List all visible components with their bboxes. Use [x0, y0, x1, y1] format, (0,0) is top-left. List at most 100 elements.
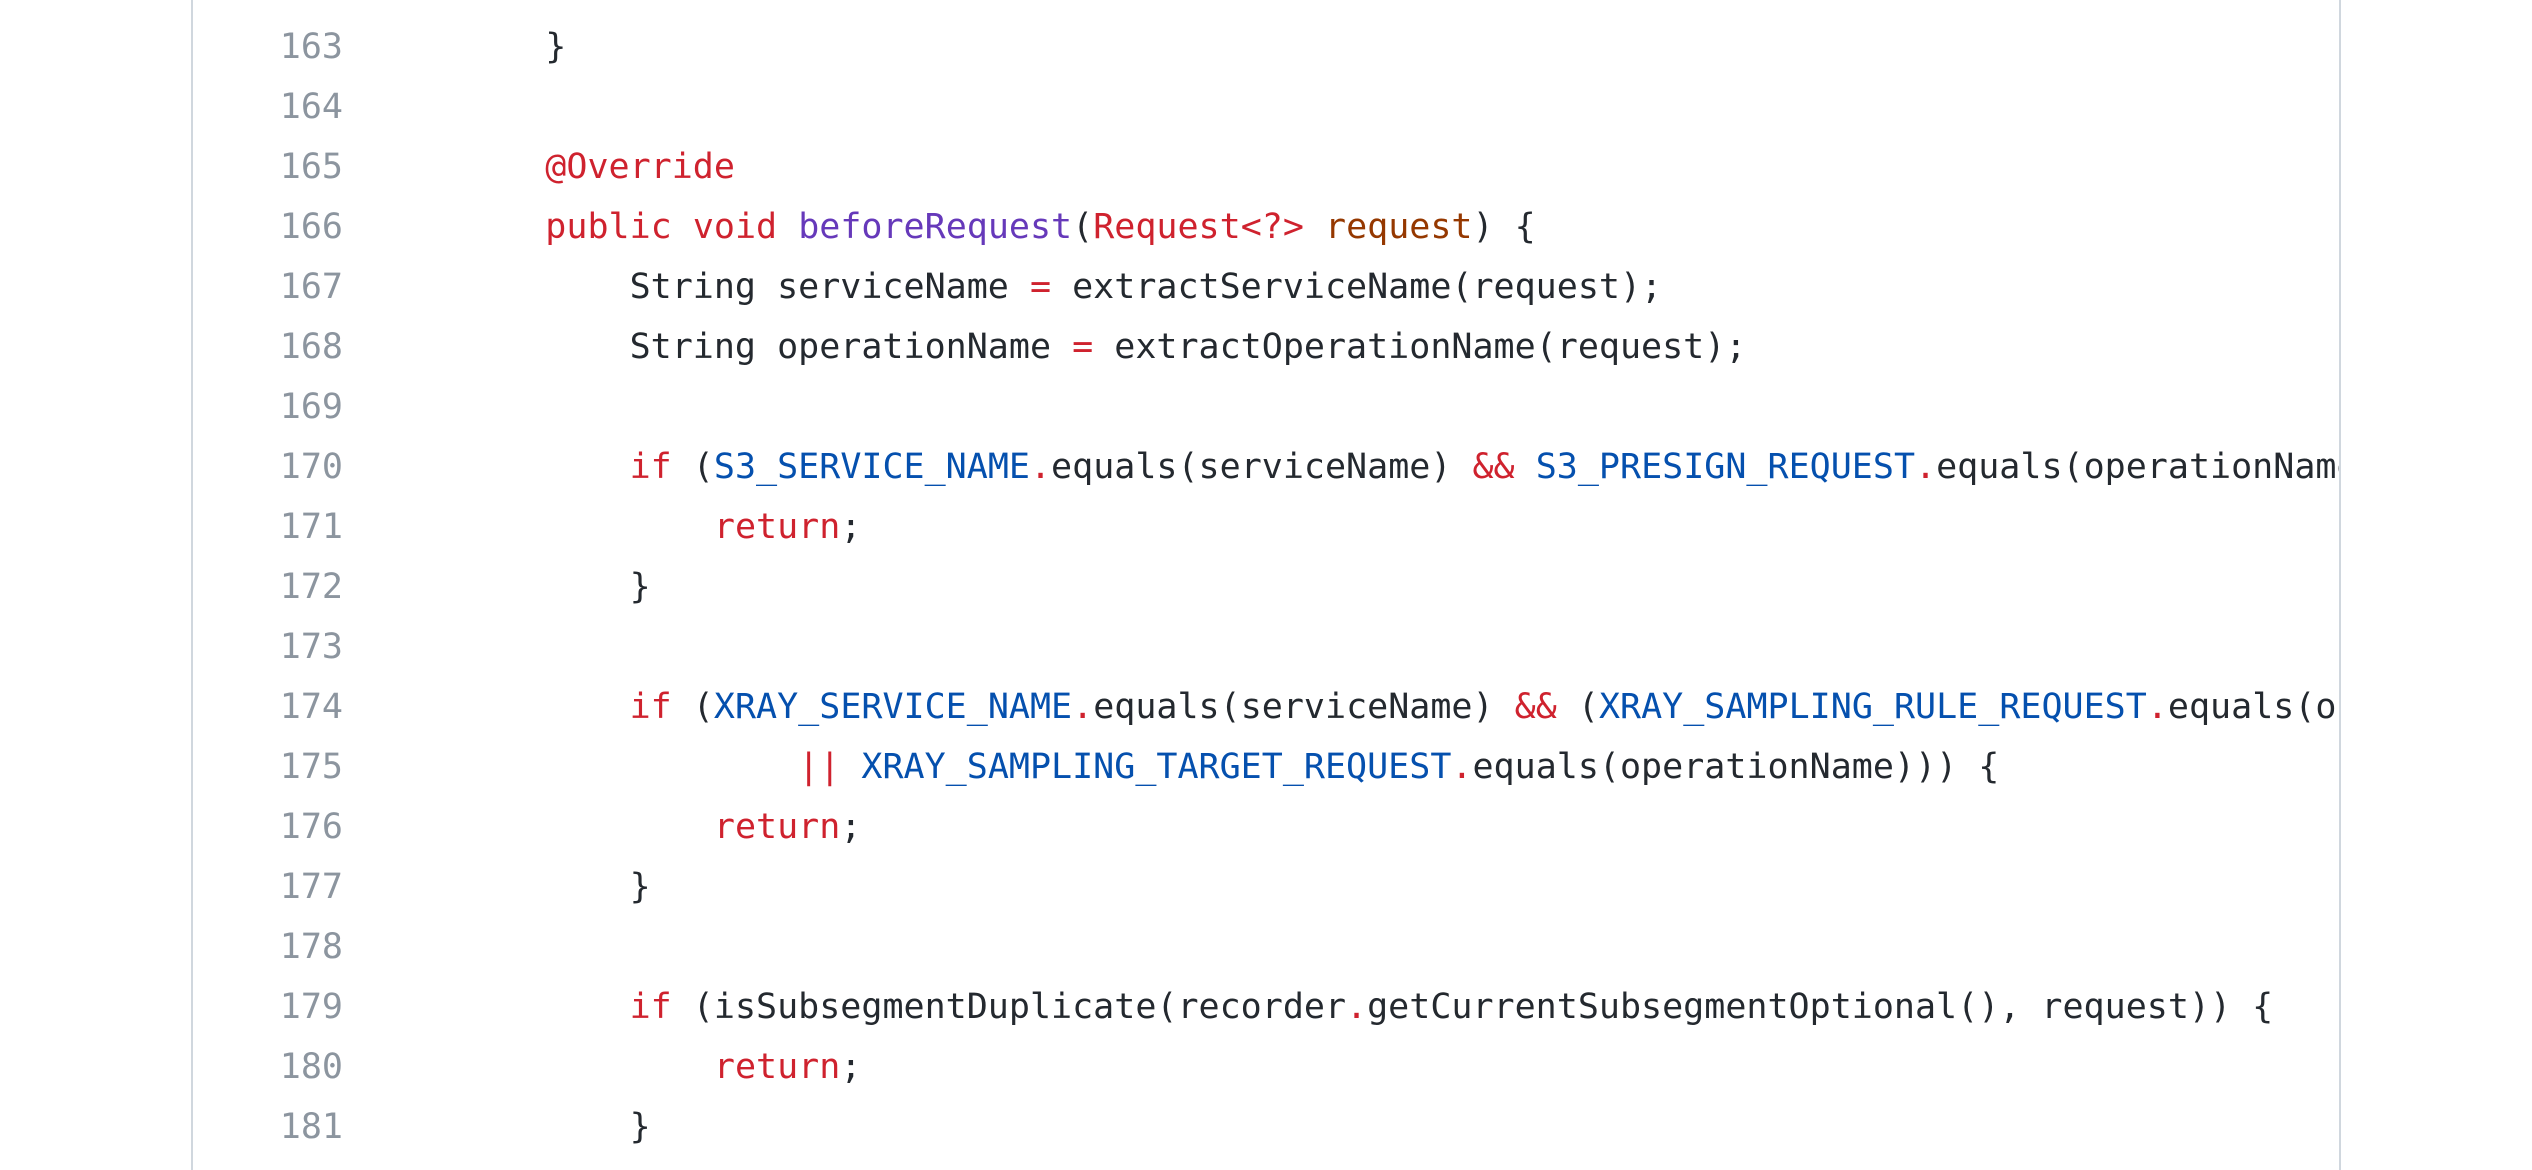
code-line: 173 — [193, 617, 2339, 677]
code-token: getCurrentSubsegmentOptional(), request)… — [1367, 987, 2274, 1027]
line-number[interactable]: 174 — [279, 687, 343, 727]
code-token: Request<?> — [1093, 207, 1304, 247]
line-number[interactable]: 176 — [279, 807, 343, 847]
line-number[interactable]: 171 — [279, 507, 343, 547]
code-token: return — [713, 507, 841, 547]
line-number[interactable]: 168 — [279, 327, 343, 367]
line-number[interactable]: 167 — [279, 267, 343, 307]
code-token: } — [461, 1107, 651, 1147]
code-line: 169 — [193, 377, 2339, 437]
code-line: 174 if (XRAY_SERVICE_NAME.equals(service… — [193, 677, 2339, 737]
code-token: if — [629, 447, 672, 487]
line-code: } — [461, 867, 651, 907]
code-token: XRAY_SERVICE_NAME — [713, 687, 1073, 727]
line-number[interactable]: 181 — [279, 1107, 343, 1147]
code-token: public — [545, 207, 672, 247]
line-code: if (isSubsegmentDuplicate(recorder.getCu… — [461, 987, 2274, 1027]
code-token: && — [1472, 447, 1515, 487]
code-token: ( — [671, 447, 714, 487]
code-token — [1304, 207, 1325, 247]
code-line: 176 return; — [193, 797, 2339, 857]
code-token: S3_PRESIGN_REQUEST — [1535, 447, 1916, 487]
code-token — [461, 147, 545, 187]
code-line: 171 return; — [193, 497, 2339, 557]
code-line: 179 if (isSubsegmentDuplicate(recorder.g… — [193, 977, 2339, 1037]
line-number[interactable]: 175 — [279, 747, 343, 787]
code-token: } — [461, 27, 567, 67]
code-token: || — [798, 747, 841, 787]
code-token: = — [1072, 327, 1094, 367]
code-token: if — [629, 987, 672, 1027]
code-token — [461, 687, 630, 727]
line-number[interactable]: 166 — [279, 207, 343, 247]
code-line: 180 return; — [193, 1037, 2339, 1097]
code-token: ( — [671, 687, 714, 727]
code-token — [461, 987, 630, 1027]
line-code: } — [461, 567, 651, 607]
code-token: @Override — [545, 147, 735, 187]
code-token — [461, 207, 545, 247]
line-number[interactable]: 170 — [279, 447, 343, 487]
code-token: ( — [1556, 687, 1599, 727]
line-code: String operationName = extractOperationN… — [461, 327, 1747, 367]
code-token: return — [713, 807, 841, 847]
line-code: public void beforeRequest(Request<?> req… — [461, 207, 1536, 247]
code-token: equals(serviceName) — [1051, 447, 1473, 487]
code-token: && — [1514, 687, 1557, 727]
code-line: 178 — [193, 917, 2339, 977]
code-token: equals(serviceName) — [1093, 687, 1515, 727]
line-code: String serviceName = extractServiceName(… — [461, 267, 1663, 307]
code-token — [461, 747, 798, 787]
code-token: . — [2146, 687, 2168, 727]
line-number[interactable]: 164 — [279, 87, 343, 127]
line-number[interactable]: 173 — [279, 627, 343, 667]
code-line: 165 @Override — [193, 137, 2339, 197]
code-token — [461, 447, 630, 487]
line-code: || XRAY_SAMPLING_TARGET_REQUEST.equals(o… — [461, 747, 1999, 787]
code-token: ( — [1072, 207, 1094, 247]
code-token — [461, 1047, 714, 1087]
line-code: return; — [461, 807, 862, 847]
line-number[interactable]: 169 — [279, 387, 343, 427]
code-token: ) { — [1472, 207, 1536, 247]
line-code: if (S3_SERVICE_NAME.equals(serviceName) … — [461, 447, 2339, 487]
code-token: ; — [840, 1047, 862, 1087]
line-code: return; — [461, 1047, 862, 1087]
code-token — [1515, 447, 1536, 487]
code-token — [461, 507, 714, 547]
line-number[interactable]: 178 — [279, 927, 343, 967]
code-token: String serviceName — [461, 267, 1030, 307]
code-line: 167 String serviceName = extractServiceN… — [193, 257, 2339, 317]
code-token: equals(operationName))) { — [1472, 747, 2000, 787]
code-token — [461, 807, 714, 847]
line-code: @Override — [461, 147, 735, 187]
code-token: void — [692, 207, 778, 247]
code-token: } — [461, 567, 651, 607]
code-token: beforeRequest — [798, 207, 1073, 247]
code-token: extractServiceName(request); — [1051, 267, 1663, 307]
code-line: 166 public void beforeRequest(Request<?>… — [193, 197, 2339, 257]
code-line: 177 } — [193, 857, 2339, 917]
line-number[interactable]: 177 — [279, 867, 343, 907]
code-token: . — [1915, 447, 1937, 487]
code-token: . — [1029, 447, 1052, 487]
code-line: 172 } — [193, 557, 2339, 617]
line-code: } — [461, 27, 566, 67]
code-token — [777, 207, 798, 247]
code-token — [840, 747, 861, 787]
line-number[interactable]: 179 — [279, 987, 343, 1027]
code-token: request — [1325, 207, 1473, 247]
code-token: XRAY_SAMPLING_RULE_REQUEST — [1598, 687, 2147, 727]
line-number[interactable]: 180 — [279, 1047, 343, 1087]
code-token — [672, 207, 693, 247]
code-token: if — [629, 687, 672, 727]
code-line: 168 String operationName = extractOperat… — [193, 317, 2339, 377]
line-number[interactable]: 163 — [279, 27, 343, 67]
line-number[interactable]: 165 — [279, 147, 343, 187]
code-token: XRAY_SAMPLING_TARGET_REQUEST — [861, 747, 1452, 787]
code-token: ; — [840, 807, 862, 847]
code-token: = — [1029, 267, 1052, 307]
line-number[interactable]: 172 — [279, 567, 343, 607]
code-token: String operationName — [461, 327, 1073, 367]
